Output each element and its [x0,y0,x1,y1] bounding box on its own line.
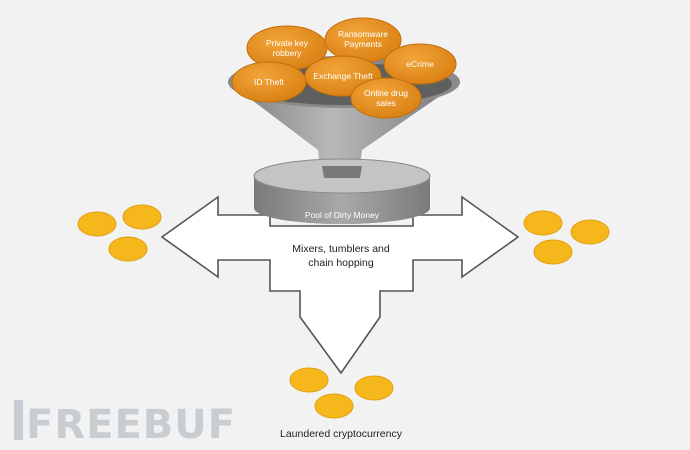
coin-ransomware-payments: Ransomware Payments [324,17,402,63]
coin-label: eCrime [406,59,434,69]
gold-coin [77,211,117,237]
coin-label: Exchange Theft [313,71,373,81]
coin-online-drug-sales: Online drug sales [350,77,422,119]
laundered-coins-right [523,210,610,265]
coin-id-theft: ID Theft [231,61,307,103]
gold-coin [122,204,162,230]
pool-label: Pool of Dirty Money [305,210,380,220]
mixer-label-line1: Mixers, tumblers and [292,243,390,255]
gold-coin [108,236,148,262]
coin-label: Online drug [364,88,408,98]
coin-label: robbery [273,48,303,58]
laundered-coins-left [77,204,162,262]
laundered-coins-bottom [289,367,394,419]
laundered-label: Laundered cryptocurrency [280,428,403,440]
gold-coin [354,375,394,401]
coin-ecrime: eCrime [383,43,457,85]
coins-in-funnel: Private key robbery Ransomware Payments … [231,17,457,119]
gold-coin [289,367,329,393]
funnel-spout [322,166,362,178]
pool-front-band [254,196,430,224]
pool-front: Pool of Dirty Money [254,196,430,224]
gold-coin [570,219,610,245]
watermark-text: FREEBUF [26,402,236,448]
coin-label: sales [376,98,396,108]
gold-coin [523,210,563,236]
gold-coin [314,393,354,419]
coin-label: Private key [266,38,309,48]
mixer-label-line2: chain hopping [308,257,374,269]
coin-label: Ransomware [338,29,388,39]
coin-label: Payments [344,39,382,49]
watermark-bar [14,400,23,440]
coin-label: ID Theft [254,77,285,87]
freebuf-watermark: FREEBUF [14,400,236,448]
four-way-arrow [160,195,520,375]
gold-coin [533,239,573,265]
